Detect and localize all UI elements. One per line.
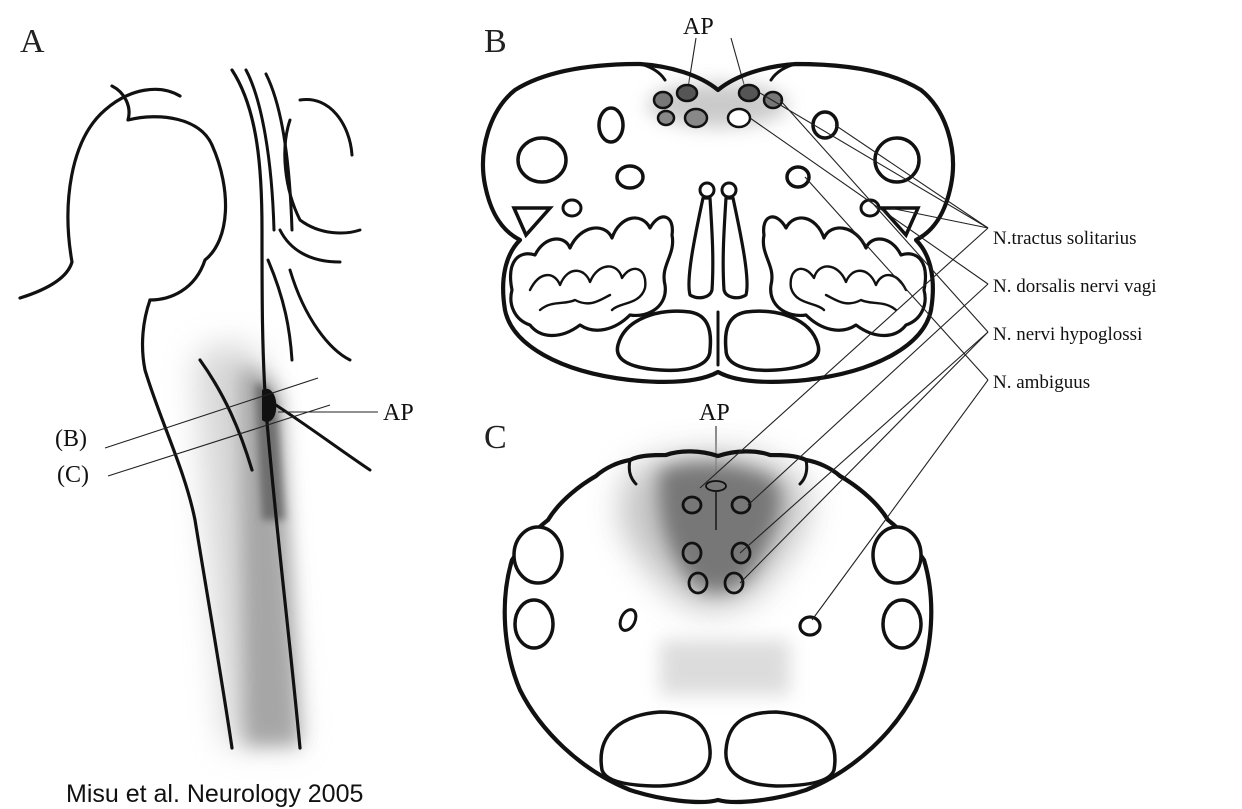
panel-a-letter: A [20,23,45,60]
legend-label-nervi-hypoglossi: N. nervi hypoglossi [993,324,1142,345]
panel-b-ap-pointer-left [688,38,696,88]
panel-b: B AP [483,14,953,382]
panel-c-lesion-shading [620,452,808,695]
panel-b-midline-and-pyramids [617,183,818,370]
legend-label-tractus-solitarius: N.tractus solitarius [993,228,1137,249]
panel-b-letter: B [484,23,507,60]
legend-label-dorsalis-nervi-vagi: N. dorsalis nervi vagi [993,276,1157,297]
panel-c-notch-right [800,460,807,484]
panel-a-cut-b-label: (B) [55,426,87,452]
panel-a-cut-c-label: (C) [57,462,89,488]
panel-b-ap-label: AP [683,14,714,40]
panel-a: A AP (B) (C) [20,23,414,748]
nuclei-legend: N.tractus solitarius N. dorsalis nervi v… [993,228,1157,393]
panel-c-letter: C [484,419,507,456]
citation-text: Misu et al. Neurology 2005 [66,780,363,809]
panel-a-ap-label: AP [383,400,414,426]
panel-c-ap-label: AP [699,400,730,426]
panel-a-lesion-shading [195,344,300,745]
panel-c: C AP [484,400,931,802]
legend-label-ambiguus: N. ambiguus [993,372,1090,393]
